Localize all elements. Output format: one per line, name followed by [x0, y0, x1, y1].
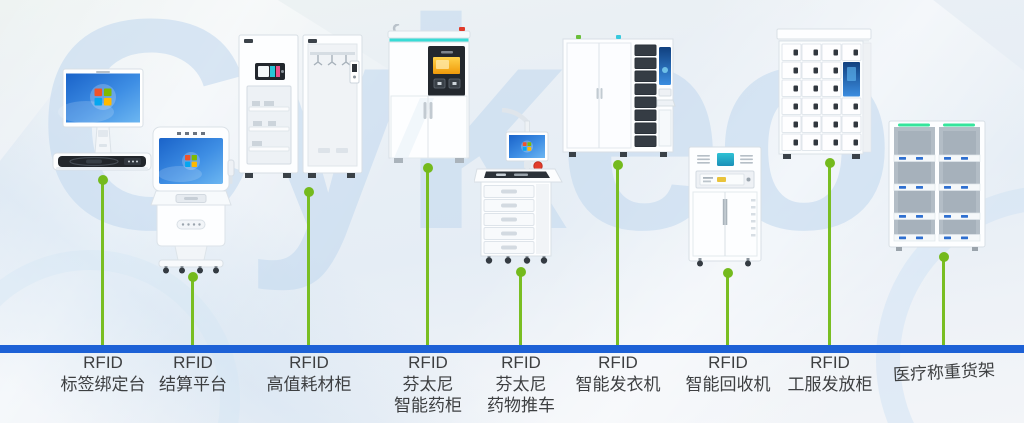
device-label-rfid-workwear-dispensing-cabinet: RFID 工服发放柜	[787, 353, 873, 394]
connector-stem	[97, 175, 108, 345]
device-label-rfid-smart-recycling-machine: RFID 智能回收机	[685, 353, 771, 394]
keyboard-tray	[656, 99, 676, 107]
connector-stem	[303, 187, 314, 345]
weighing-shelves	[893, 154, 981, 242]
device-rfid-tag-binding-station	[52, 66, 152, 174]
kiosk-head	[152, 126, 235, 192]
device-label-rfid-smart-garment-dispenser: RFID 智能发衣机	[575, 353, 661, 394]
connector-stem	[612, 160, 623, 345]
connector-stem	[722, 268, 733, 345]
device-rfid-fentanyl-medicine-cart	[474, 108, 564, 264]
timeline-baseline	[0, 345, 1024, 353]
caster-wheels	[485, 256, 548, 264]
monitor-stand	[94, 126, 112, 154]
cart-monitor	[505, 131, 549, 168]
windows-logo-icon	[94, 88, 112, 106]
cabinet-right-unit	[302, 34, 363, 178]
device-label-rfid-fentanyl-smart-medicine-cabinet: RFID 芬太尼 智能药柜	[394, 353, 462, 415]
console-column	[656, 47, 676, 147]
drawer-stack	[480, 181, 552, 257]
device-medical-weighing-shelf	[886, 116, 990, 256]
connector-dot	[722, 268, 733, 278]
device-label-rfid-fentanyl-medicine-cart: RFID 芬太尼 药物推车	[487, 353, 555, 415]
led-strip	[898, 123, 930, 127]
cabinet-left-unit	[238, 34, 299, 178]
top-screen	[717, 153, 734, 166]
windows-logo-icon	[522, 142, 532, 151]
double-doors	[692, 191, 758, 257]
connector-dot	[938, 252, 949, 262]
double-doors	[566, 42, 632, 149]
connector-dot	[612, 160, 623, 170]
status-indicator-cyan	[616, 35, 621, 39]
connector-stem	[187, 272, 198, 345]
control-panel	[428, 46, 465, 96]
vertical-screen	[659, 47, 671, 85]
vent-grille	[697, 155, 753, 164]
side-label-strip	[751, 199, 756, 237]
connector-dot	[422, 163, 433, 173]
background-ring-decor	[0, 250, 240, 423]
device-label-rfid-settlement-platform: RFID 结算平台	[159, 353, 227, 394]
device-rfid-smart-recycling-machine	[684, 144, 766, 268]
device-rfid-fentanyl-smart-medicine-cabinet	[386, 24, 474, 164]
locker-grid	[781, 43, 862, 151]
double-doors	[390, 95, 468, 159]
connector-stem	[422, 163, 433, 345]
kiosk-tray	[150, 190, 232, 206]
caster-wheels	[697, 258, 751, 267]
windows-logo-icon	[185, 155, 197, 167]
handheld-scanner	[227, 159, 235, 177]
kiosk-body	[156, 204, 226, 268]
device-rfid-settlement-platform	[148, 126, 236, 274]
caster-wheels	[163, 266, 219, 274]
device-label-rfid-tag-binding-station: RFID 标签绑定台	[60, 353, 146, 394]
cart-counter	[474, 168, 563, 183]
connector-stem	[824, 158, 835, 345]
device-rfid-workwear-dispensing-cabinet	[774, 28, 876, 160]
dispenser-slots	[634, 44, 657, 147]
connector-dot	[303, 187, 314, 197]
alarm-indicator	[459, 27, 465, 31]
connector-stem	[938, 252, 949, 345]
hanger-hooks	[313, 55, 351, 66]
rfid-reader-pad	[52, 152, 152, 171]
status-indicator-green	[576, 35, 581, 39]
status-light-strip	[389, 38, 469, 42]
device-rfid-smart-garment-dispenser	[560, 30, 676, 158]
connector-dot	[187, 272, 198, 282]
monitor-arm	[501, 108, 530, 125]
connector-stem	[515, 267, 526, 345]
device-rfid-high-value-consumables-cabinet	[238, 30, 364, 180]
led-strip	[943, 123, 975, 127]
connector-dot	[97, 175, 108, 185]
desktop-monitor	[58, 68, 144, 128]
deposit-panel	[695, 170, 755, 189]
device-label-rfid-high-value-consumables-cabinet: RFID 高值耗材柜	[266, 353, 352, 394]
connector-dot	[824, 158, 835, 168]
connector-dot	[515, 267, 526, 277]
